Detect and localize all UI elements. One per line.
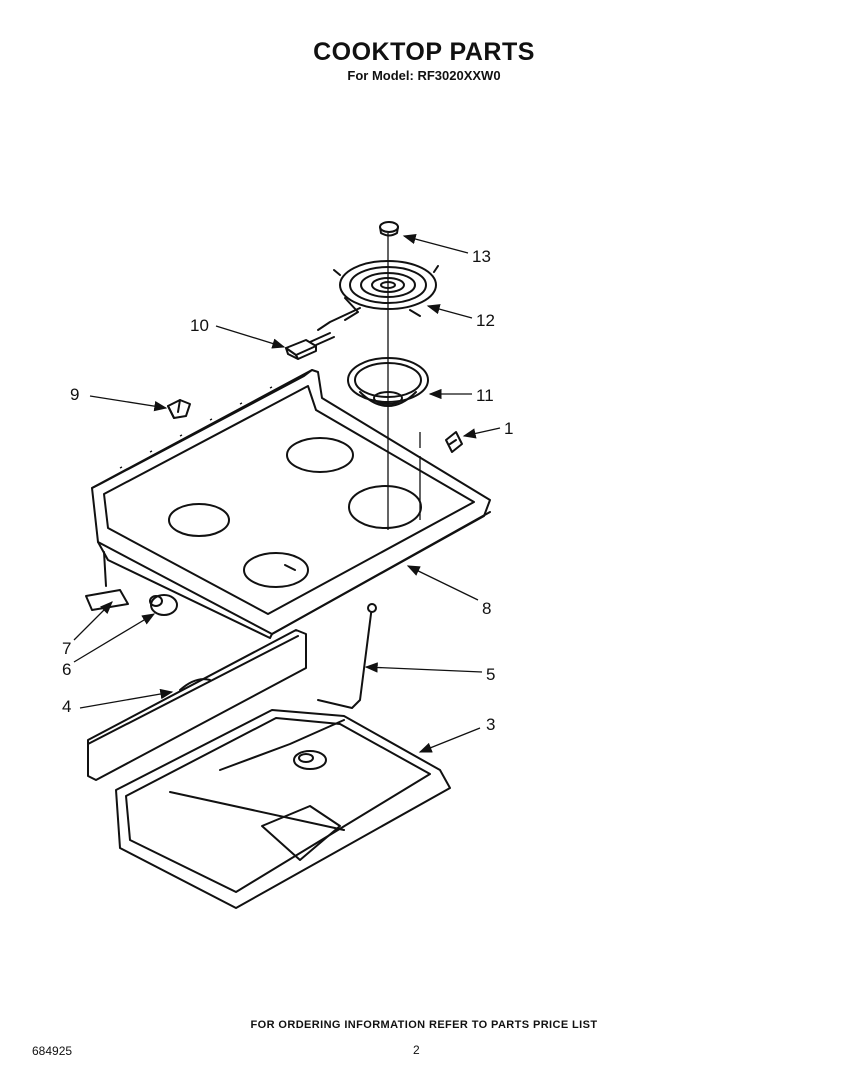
part-12-surface-element <box>317 260 439 331</box>
document-number: 684925 <box>32 1044 73 1058</box>
part-3-bottom-pan <box>115 709 451 909</box>
callout-9: 9 <box>70 385 79 404</box>
callout-4: 4 <box>62 697 71 716</box>
page-number: 2 <box>413 1043 420 1057</box>
part-8-cooktop <box>91 369 491 639</box>
part-10-terminal-block <box>285 332 335 360</box>
part-9-bracket <box>167 399 191 419</box>
callout-5: 5 <box>486 665 495 684</box>
part-4-front-strip <box>87 629 307 781</box>
callout-10: 10 <box>190 316 209 335</box>
callout-11: 11 <box>476 386 494 405</box>
callout-13: 13 <box>472 247 491 266</box>
callout-12: 12 <box>476 311 495 330</box>
part-7-hinge-pin <box>85 551 129 611</box>
callout-7: 7 <box>62 639 71 658</box>
callout-8: 8 <box>482 599 491 618</box>
page-title: COOKTOP PARTS <box>313 38 535 66</box>
part-5-rod <box>317 603 377 709</box>
part-1-clip <box>445 431 463 453</box>
leader-lines <box>73 233 501 753</box>
part-6-bushing <box>149 594 178 616</box>
model-subtitle: For Model: RF3020XXW0 <box>347 68 501 83</box>
part-13-cap <box>379 221 399 237</box>
callout-1: 1 <box>504 419 513 438</box>
callout-6: 6 <box>62 660 71 679</box>
ordering-note: FOR ORDERING INFORMATION REFER TO PARTS … <box>250 1019 598 1031</box>
callout-3: 3 <box>486 715 495 734</box>
